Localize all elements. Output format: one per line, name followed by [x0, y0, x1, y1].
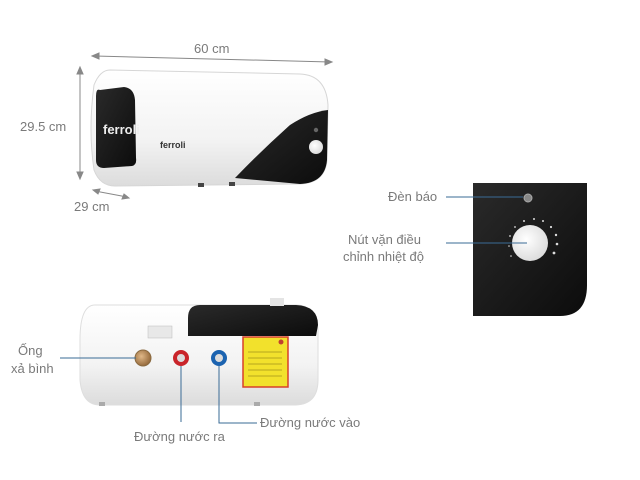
water-in-label: Đường nước vào [260, 415, 361, 430]
nameplate [147, 325, 173, 339]
depth-dimension-label: 29 cm [74, 199, 110, 214]
width-arrow [90, 52, 334, 66]
temp-knob-label-line1: Nút vặn điều [348, 232, 421, 247]
height-dimension-label: 29.5 cm [20, 119, 67, 134]
heater-back-view [79, 298, 319, 406]
height-arrow [76, 65, 84, 181]
warning-label [242, 336, 289, 388]
water-out-label: Đường nước ra [134, 429, 225, 444]
drain-valve [134, 349, 152, 367]
front-temp-knob [309, 140, 323, 154]
brand-logo-panel: ferroli [103, 122, 140, 137]
front-indicator-light [313, 127, 319, 133]
heater-front-view: ferroli ferroli [90, 69, 329, 187]
width-dimension-label: 60 cm [194, 41, 230, 56]
brand-logo-body: ferroli [160, 140, 186, 150]
control-panel-closeup [473, 183, 587, 316]
drain-label-line1: Ống [18, 343, 43, 358]
temp-scale-dots [508, 218, 559, 257]
drain-label-line2: xả bình [11, 361, 54, 376]
indicator-light-label: Đèn báo [388, 189, 438, 204]
temp-knob-closeup [512, 225, 548, 261]
indicator-light-closeup [523, 193, 533, 203]
depth-arrow [91, 188, 131, 200]
temp-knob-label-line2: chỉnh nhiệt độ [343, 249, 424, 264]
callout-lines [60, 196, 527, 424]
